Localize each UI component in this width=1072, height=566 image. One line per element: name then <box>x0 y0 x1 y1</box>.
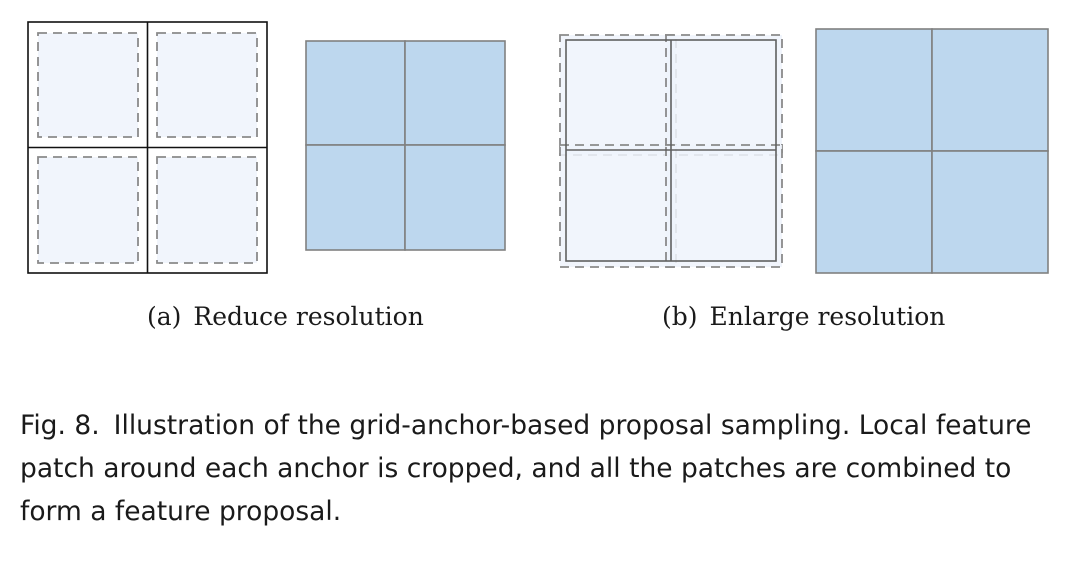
proposal-b-cell-bottom-right <box>931 150 1049 274</box>
subfigure-tag-a: (a) <box>147 302 182 331</box>
enlarge-anchor-grid <box>559 34 783 268</box>
patch-b-top-right <box>665 34 783 156</box>
patch-a-top-right <box>156 32 258 138</box>
figure-caption: Fig. 8.Illustration of the grid-anchor-b… <box>20 404 1060 533</box>
subfigure-label-a: Reduce resolution <box>193 302 424 331</box>
subfigure-tag-b: (b) <box>662 302 698 331</box>
proposal-b-cell-bottom-left <box>815 150 933 274</box>
proposal-b-cell-top-left <box>815 28 933 152</box>
patch-b-bottom-right <box>665 144 783 268</box>
figure-number: Fig. 8. <box>20 410 100 441</box>
enlarge-feature-proposal <box>815 28 1049 274</box>
patch-a-bottom-right <box>156 156 258 264</box>
proposal-a-cell-top-left <box>305 40 406 146</box>
subfigure-label-b: Enlarge resolution <box>709 302 946 331</box>
reduce-anchor-grid <box>27 21 268 274</box>
proposal-a-cell-top-right <box>404 40 506 146</box>
reduce-feature-proposal <box>305 40 506 251</box>
patch-a-bottom-left <box>37 156 139 264</box>
proposal-b-cell-top-right <box>931 28 1049 152</box>
patch-b-bottom-left <box>559 144 677 268</box>
proposal-a-cell-bottom-left <box>305 144 406 251</box>
patch-b-top-left <box>559 34 677 156</box>
patch-a-top-left <box>37 32 139 138</box>
figure-diagram <box>27 21 1049 274</box>
subfigure-caption-a: (a) Reduce resolution <box>147 302 424 331</box>
figure-caption-text: Illustration of the grid-anchor-based pr… <box>20 410 1032 527</box>
proposal-a-cell-bottom-right <box>404 144 506 251</box>
subfigure-caption-b: (b) Enlarge resolution <box>662 302 945 331</box>
